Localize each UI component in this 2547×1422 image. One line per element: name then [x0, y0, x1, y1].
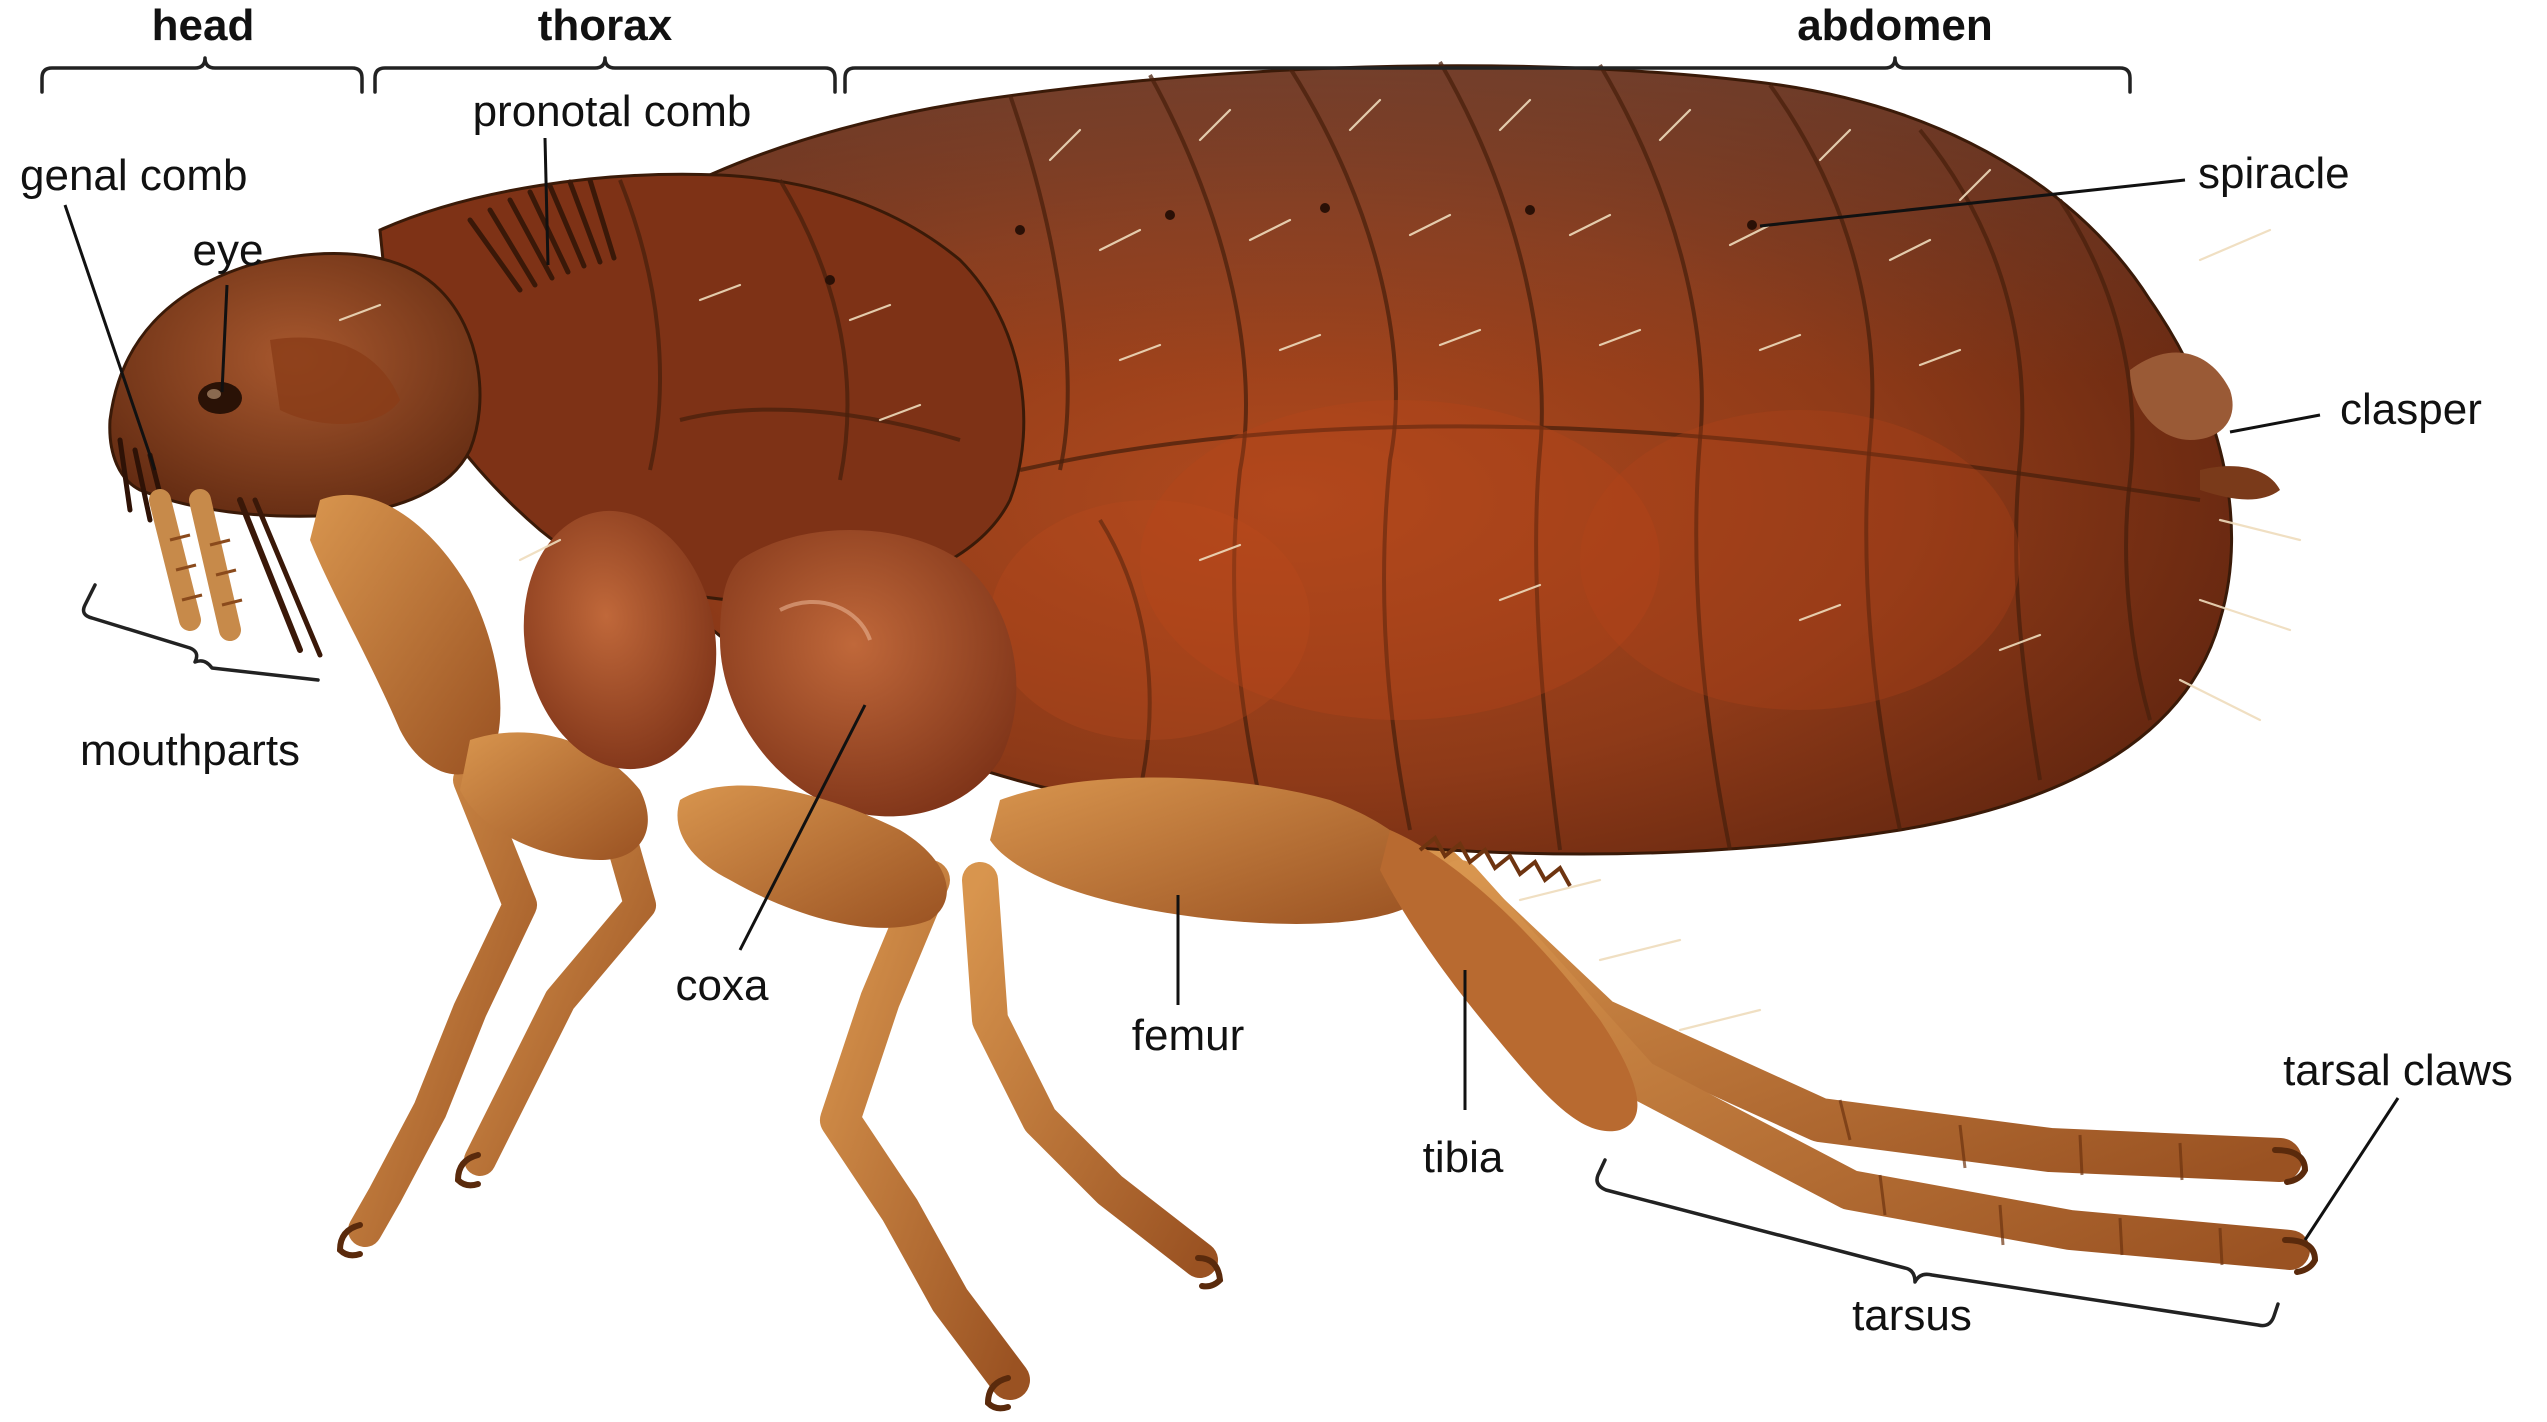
tibia-label: tibia	[1423, 1133, 1504, 1182]
mouthparts-label: mouthparts	[80, 726, 300, 775]
tarsus-label: tarsus	[1852, 1291, 1972, 1340]
femur-label: femur	[1132, 1011, 1244, 1060]
thorax-label: thorax	[538, 1, 673, 50]
abdomen-label: abdomen	[1797, 1, 1993, 50]
tarsal-claws-leader	[2305, 1098, 2398, 1240]
spiracle-point	[1747, 220, 1757, 230]
tarsal-claws-label: tarsal claws	[2283, 1046, 2513, 1095]
eye-label: eye	[193, 226, 264, 275]
pronotal-comb-label: pronotal comb	[473, 87, 752, 136]
coxa-shape	[720, 530, 1016, 816]
eye-shape	[198, 382, 242, 414]
spiracle-label: spiracle	[2198, 149, 2350, 198]
head-label: head	[152, 1, 255, 50]
genal-comb-label: genal comb	[20, 151, 247, 200]
clasper-label: clasper	[2340, 385, 2482, 434]
coxa-label: coxa	[676, 961, 769, 1010]
tibia-shape	[1380, 830, 1637, 1131]
mouthparts-shape	[160, 500, 320, 655]
clasper-leader	[2230, 415, 2320, 432]
head-bracket	[42, 58, 362, 92]
